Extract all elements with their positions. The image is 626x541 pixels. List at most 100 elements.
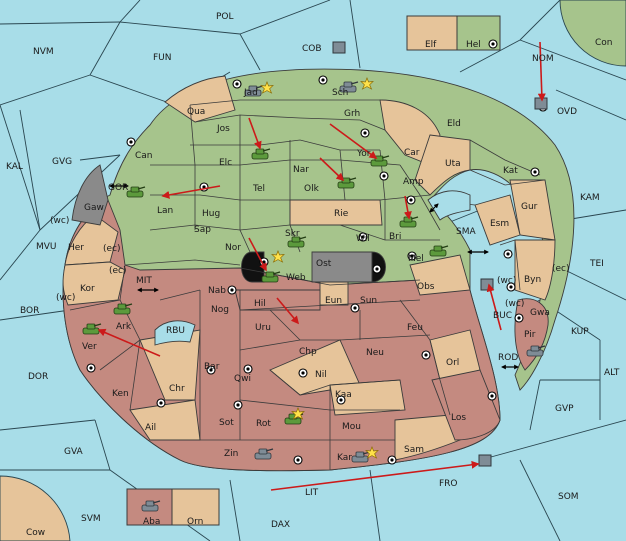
- region-label-dax: DAX: [271, 520, 290, 530]
- region-label-obs: Obs: [417, 282, 435, 292]
- coast-tag-wc: (wc): [505, 299, 524, 309]
- territory-hil[interactable]: [234, 289, 321, 311]
- supply-center-icon: [360, 128, 370, 138]
- region-label-mvu: MVU: [36, 242, 57, 252]
- region-label-orn: Orn: [187, 517, 203, 527]
- region-label-car: Car: [404, 148, 420, 158]
- territory-her[interactable]: [64, 214, 119, 266]
- region-label-sun: Sun: [360, 296, 377, 306]
- territory-gaw[interactable]: [71, 164, 109, 226]
- region-label-qwi: Qwi: [234, 374, 251, 384]
- order-arrow-icon: [161, 185, 221, 199]
- region-label-gaw: Gaw: [84, 203, 104, 213]
- region-label-hug: Hug: [202, 209, 220, 219]
- region-label-con: Con: [595, 38, 613, 48]
- region-label-rie: Rie: [334, 209, 349, 219]
- region-label-gwa: Gwa: [530, 308, 550, 318]
- coast-tag-ec: (ec): [103, 244, 121, 254]
- territory-byn[interactable]: [514, 239, 556, 301]
- region-label-bri: Bri: [389, 232, 401, 242]
- supply-center-icon: [530, 167, 540, 177]
- region-label-tei: TEI: [589, 259, 604, 269]
- region-label-can: Can: [135, 151, 153, 161]
- coast-tag-wc: (wc): [497, 276, 516, 286]
- region-label-rod: ROD: [498, 353, 518, 363]
- region-label-eun: Eun: [325, 296, 342, 306]
- region-label-kup: KUP: [571, 327, 589, 337]
- fleet-unit-icon[interactable]: [332, 41, 346, 54]
- region-label-jad: Jad: [243, 88, 258, 98]
- region-label-orl: Orl: [446, 358, 459, 368]
- order-arrow-icon: [97, 328, 161, 357]
- region-label-neu: Neu: [366, 348, 384, 358]
- region-label-buc: BUC: [493, 311, 512, 321]
- region-label-sot: Sot: [219, 418, 234, 428]
- region-label-uru: Uru: [255, 323, 271, 333]
- region-label-sma: SMA: [456, 227, 476, 237]
- order-arrow-icon: [403, 195, 412, 220]
- order-arrow-icon: [319, 157, 345, 182]
- region-label-her: Her: [68, 243, 84, 253]
- territory-elf[interactable]: [406, 15, 458, 51]
- region-label-uta: Uta: [445, 159, 461, 169]
- region-label-fro: FRO: [439, 479, 458, 489]
- supply-center-icon: [514, 313, 524, 323]
- fleet-unit-icon[interactable]: [534, 97, 548, 110]
- order-arrow-icon: [329, 123, 378, 159]
- region-label-tel: Tel: [252, 184, 265, 194]
- territory-qua[interactable]: [164, 75, 236, 123]
- region-label-feu: Feu: [407, 323, 423, 333]
- region-label-zin: Zin: [224, 449, 238, 459]
- region-label-pir: Pir: [524, 330, 536, 340]
- straits: [109, 183, 519, 370]
- territory-los[interactable]: [431, 369, 501, 441]
- region-label-som: SOM: [558, 492, 579, 502]
- supply-center-icon: [379, 171, 389, 181]
- region-label-hel: Hel: [466, 40, 481, 50]
- region-label-gva: GVA: [64, 447, 84, 457]
- supply-center-icon: [318, 75, 328, 85]
- region-label-grh: Grh: [344, 109, 360, 119]
- region-label-cob: COB: [302, 44, 322, 54]
- region-label-mel: Mel: [408, 254, 424, 264]
- territory-cow[interactable]: [0, 475, 71, 541]
- region-label-mou: Mou: [342, 422, 361, 432]
- supply-center-icon: [156, 398, 166, 408]
- territory-black-west: [241, 251, 265, 283]
- fleet-unit-icon[interactable]: [480, 278, 494, 291]
- supply-center-icon: [293, 455, 303, 465]
- territory-orn[interactable]: [171, 488, 220, 526]
- region-label-nar: Nar: [293, 165, 309, 175]
- territory-uta[interactable]: [414, 134, 471, 196]
- order-arrow-icon: [248, 117, 262, 150]
- region-label-jos: Jos: [216, 124, 230, 134]
- supply-center-icon: [233, 400, 243, 410]
- region-label-wil: Wil: [356, 234, 370, 244]
- region-label-nom: NOM: [532, 54, 554, 64]
- region-label-kaa: Kaa: [335, 390, 352, 400]
- region-label-amp: Amp: [403, 177, 424, 187]
- region-label-sch: Sch: [332, 88, 348, 98]
- supply-center-icon: [503, 249, 513, 259]
- region-label-kat: Kat: [503, 166, 518, 176]
- territory-con[interactable]: [559, 0, 626, 67]
- region-label-kor: Kor: [80, 284, 95, 294]
- region-label-alt: ALT: [604, 368, 620, 378]
- region-label-gvp: GVP: [555, 404, 574, 414]
- territory-obs[interactable]: [409, 254, 471, 296]
- region-label-kar: Kar: [337, 453, 352, 463]
- fleet-unit-icon[interactable]: [478, 454, 492, 467]
- region-label-chp: Chp: [299, 347, 317, 357]
- region-label-eld: Eld: [447, 119, 461, 129]
- supply-center-icon: [298, 368, 308, 378]
- region-label-lan: Lan: [157, 206, 173, 216]
- region-label-pol: POL: [216, 12, 234, 22]
- region-label-ver: Ver: [82, 342, 97, 352]
- supply-center-icon: [86, 363, 96, 373]
- region-label-ovd: OVD: [557, 107, 577, 117]
- inlet-sma: [427, 190, 471, 221]
- region-label-los: Los: [451, 413, 466, 423]
- region-label-cow: Cow: [26, 528, 45, 538]
- territory-bri[interactable]: [474, 194, 521, 246]
